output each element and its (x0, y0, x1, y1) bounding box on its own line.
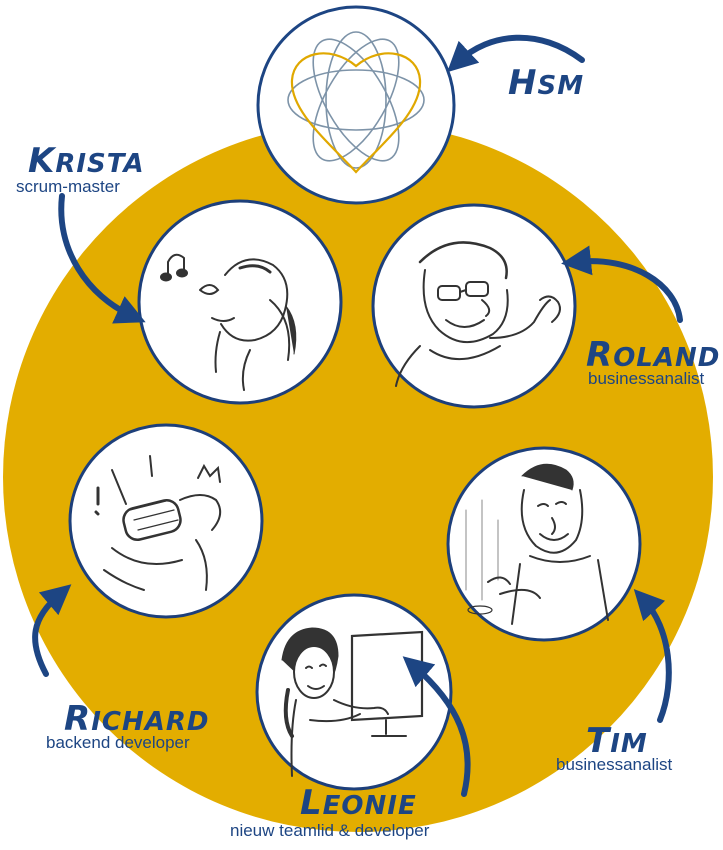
tim-name: Tim (586, 721, 648, 761)
portrait-leonie (255, 593, 453, 791)
richard-role: backend developer (46, 733, 190, 752)
krista-role: scrum-master (16, 177, 120, 196)
richard-name: Richard (64, 699, 210, 739)
arrow-hsm (447, 34, 585, 73)
hsm-label: HSM (508, 63, 585, 103)
arrow-krista (58, 193, 146, 324)
hsm-logo (256, 5, 456, 205)
tim-role: businessanalist (556, 755, 673, 774)
arrow-roland (561, 245, 683, 323)
portrait-tim (446, 446, 642, 642)
woman-computer-sketch-icon (281, 627, 424, 777)
arrow-leonie (402, 656, 471, 797)
waving-man-sketch-icon (395, 241, 561, 387)
leonie-name: Leonie (300, 783, 417, 823)
portrait-richard (68, 423, 264, 619)
portrait-krista (137, 199, 343, 405)
arrow-richard (32, 584, 72, 677)
roland-name: Roland (586, 335, 721, 375)
leonie-role: nieuw teamlid & developer (230, 821, 430, 840)
singing-woman-sketch-icon (160, 253, 297, 391)
roland-role: businessanalist (588, 369, 705, 388)
portrait-roland (371, 203, 577, 409)
falling-man-sketch-icon (94, 455, 222, 591)
laughing-man-sketch-icon (465, 463, 609, 625)
krista-name: Krista (28, 141, 145, 181)
arrow-tim (633, 588, 672, 723)
heart-atom-logo-icon (287, 31, 425, 174)
